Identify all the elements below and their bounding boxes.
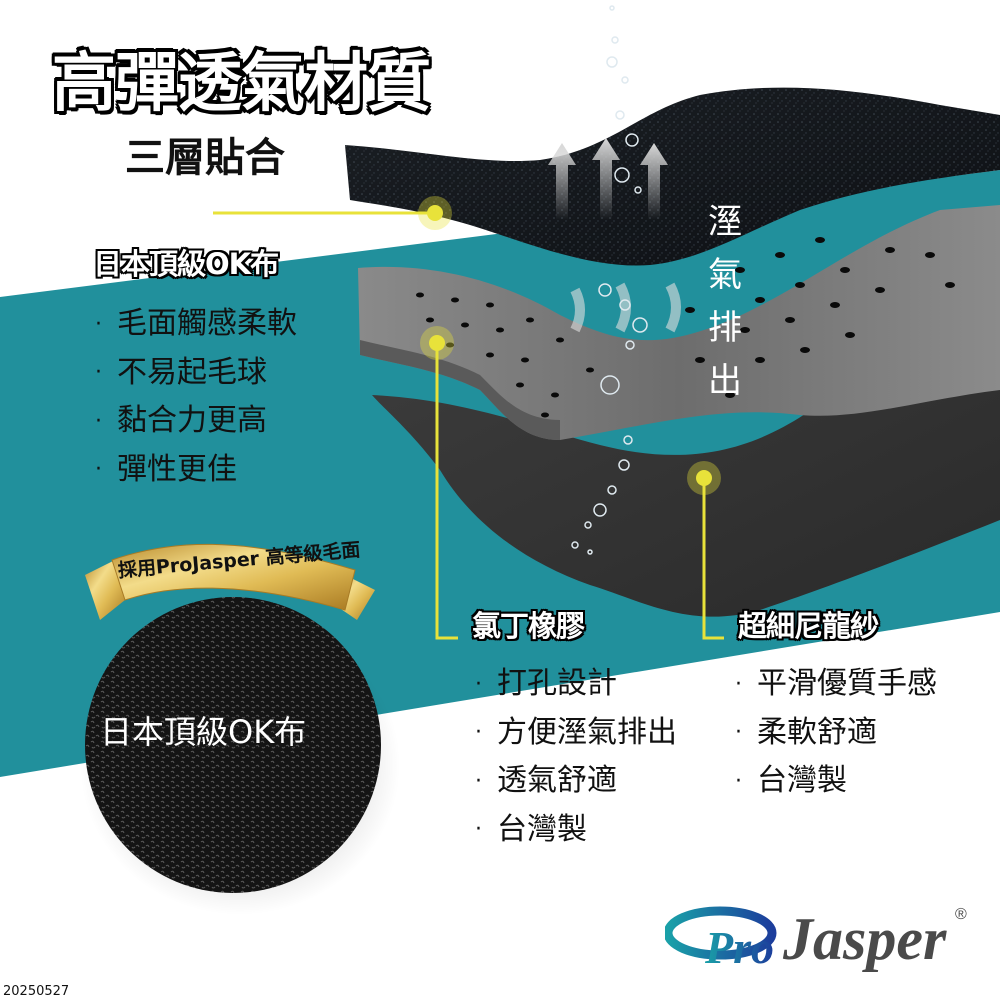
- bottom-layer-heading: 超細尼龍紗: [738, 609, 879, 643]
- bullet-item: ·方便溼氣排出: [475, 714, 677, 750]
- svg-text:Jasper: Jasper: [782, 906, 947, 972]
- bullet-item: ·台灣製: [475, 811, 587, 847]
- middle-layer-heading: 氯丁橡膠: [472, 609, 585, 643]
- svg-text:Pro: Pro: [704, 922, 774, 973]
- bullet-item: ·彈性更佳: [95, 451, 237, 487]
- bottom-layer-bullets: ·平滑優質手感 ·柔軟舒適 ·台灣製: [735, 660, 937, 806]
- nylon-layer: [372, 300, 1000, 617]
- gold-ribbon: [85, 543, 375, 620]
- moisture-release-label: 溼 氣 排 出: [708, 202, 742, 401]
- bullet-item: ·平滑優質手感: [735, 666, 937, 701]
- bullet-item: ·透氣舒適: [475, 763, 617, 798]
- bullet-item: ·打孔設計: [475, 666, 617, 701]
- callout-top: [213, 196, 452, 230]
- middle-layer-bullets: ·打孔設計 ·方便溼氣排出 ·透氣舒適 ·台灣製: [475, 660, 677, 854]
- bullet-item: ·不易起毛球: [95, 354, 267, 390]
- callout-bottom: [687, 461, 724, 640]
- bullet-item: ·黏合力更高: [95, 403, 267, 438]
- top-layer-heading: 日本頂級OK布: [93, 247, 279, 281]
- airflow-arrows-icon: [548, 138, 681, 333]
- bullet-item: ·台灣製: [735, 763, 847, 798]
- bubbles-icon: [571, 5, 648, 555]
- neoprene-layer: [358, 205, 1000, 440]
- bullet-item: ·柔軟舒適: [735, 714, 877, 750]
- main-title: 高彈透氣材質: [52, 47, 431, 121]
- perforation-holes: [416, 237, 955, 418]
- fabric-sample-label: 日本頂級OK布: [100, 713, 307, 751]
- subtitle: 三層貼合: [125, 135, 285, 181]
- bullet-item: ·毛面觸感柔軟: [95, 306, 297, 341]
- svg-text:®: ®: [955, 906, 967, 923]
- pro-swoosh-icon: [665, 906, 777, 960]
- date-stamp: 20250527: [3, 984, 70, 999]
- projasper-logo: Pro Jasper ®: [665, 906, 967, 973]
- callout-middle: [420, 326, 458, 640]
- top-layer-bullets: ·毛面觸感柔軟 ·不易起毛球 ·黏合力更高 ·彈性更佳: [95, 300, 297, 494]
